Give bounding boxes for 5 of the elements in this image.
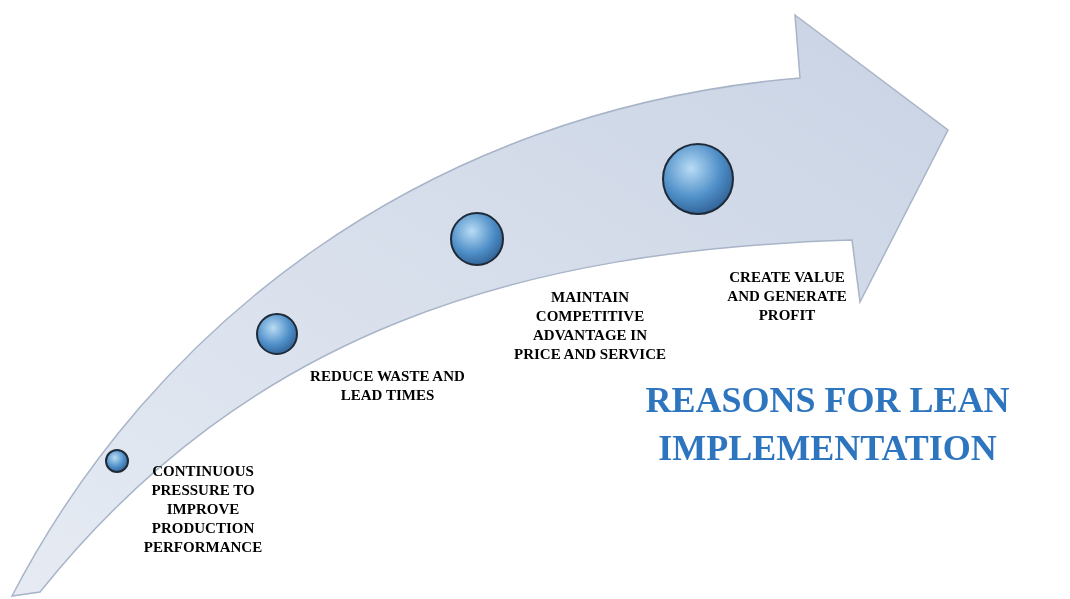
step-label: REDUCE WASTE AND LEAD TIMES [309,367,466,405]
step-label: MAINTAIN COMPETITIVE ADVANTAGE IN PRICE AND SERVICE [513,288,667,364]
title: REASONS FOR LEAN IMPLEMENTATION [644,379,1011,470]
step-label: CREATE VALUE AND GENERATE PROFIT [726,268,848,325]
step-label: CONTINUOUS PRESSURE TO IMPROVE PRODUCTION PERFORMANCE [142,462,264,557]
